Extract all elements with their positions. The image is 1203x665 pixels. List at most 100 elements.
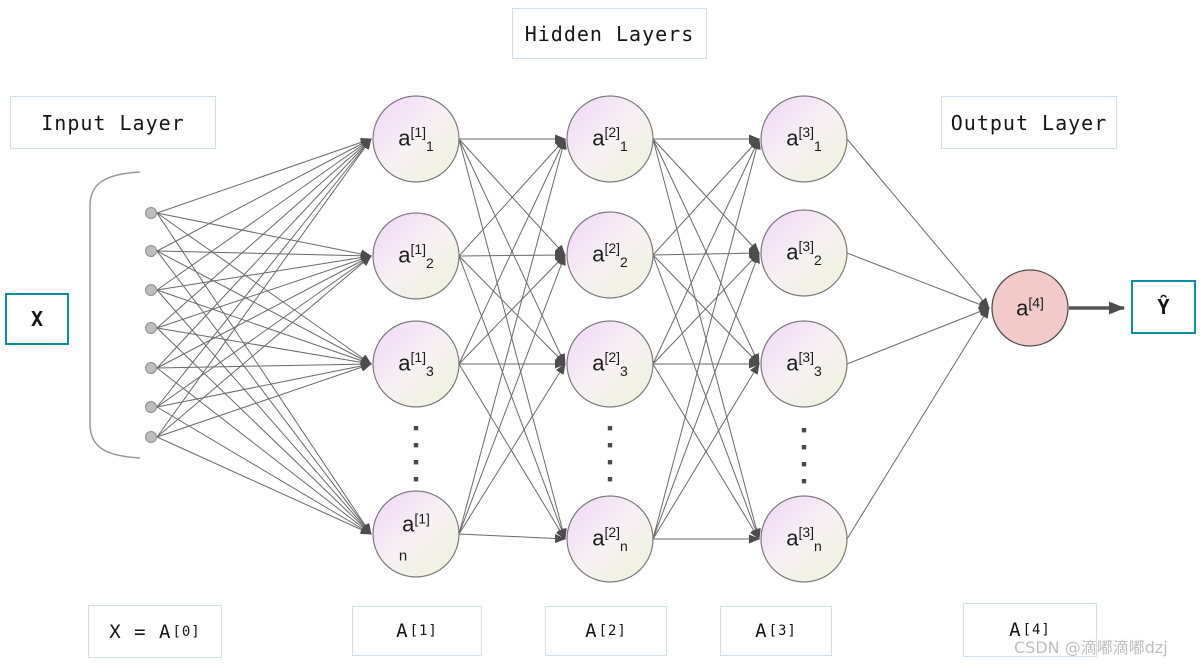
edge-line: [156, 254, 372, 329]
node-label-l3-1: a[3]1: [786, 124, 822, 154]
hidden-node-circle: [760, 209, 848, 297]
node-label-l1-4: a[1]: [402, 510, 430, 537]
output-node-circle: [991, 269, 1069, 347]
node-label-l1-2: a[1]2: [398, 241, 434, 271]
output-layer-label: Output Layer: [941, 96, 1117, 149]
csdn-watermark: CSDN @滴嘟滴嘟dzj: [1014, 638, 1168, 657]
edge-line: [652, 252, 760, 540]
node-label-output: a[4]: [1016, 294, 1044, 321]
hidden-node-circle: [566, 320, 654, 408]
bottom-label-a1-sup: [1]: [409, 623, 438, 639]
edge-line: [156, 138, 372, 329]
node-label-l3-2: a[3]2: [786, 238, 822, 268]
hidden-node-circle: [566, 211, 654, 299]
edge-line: [156, 250, 372, 535]
edge-line: [156, 436, 372, 535]
input-node: [145, 207, 157, 219]
edge-line: [458, 363, 566, 540]
input-node: [145, 245, 157, 257]
ellipsis-dot: [413, 460, 419, 465]
edge-line: [846, 252, 990, 309]
edge-line: [846, 307, 990, 540]
bottom-label-a2-text: A: [585, 620, 598, 642]
bottom-label-a0-sup: [0]: [172, 623, 201, 640]
edge-line: [156, 212, 372, 259]
input-bracket: [89, 171, 141, 459]
node-label-l3-3: a[3]3: [786, 349, 822, 379]
input-node: [145, 401, 157, 413]
ellipsis-dot: [607, 460, 613, 465]
edge-line: [652, 254, 760, 365]
ellipsis-dot: [607, 443, 613, 448]
node-label-l1-1: a[1]1: [398, 124, 434, 154]
edge-line: [156, 289, 372, 535]
bottom-label-a0: X = A[0]: [88, 605, 222, 658]
node-label-l2-4: a[2]n: [592, 524, 628, 554]
bottom-label-a2: A[2]: [545, 606, 667, 656]
hidden-node-circle: [760, 495, 848, 583]
hidden-node-circle: [566, 495, 654, 583]
edge-line: [458, 254, 566, 365]
bottom-label-a4: A[4]: [963, 603, 1097, 657]
node-label-l2-1: a[2]1: [592, 124, 628, 154]
edge-line: [156, 138, 372, 252]
edge-line: [156, 361, 372, 408]
edge-line: [156, 255, 372, 408]
input-layer-label: Input Layer: [10, 96, 216, 149]
hidden-node-circle: [372, 212, 460, 300]
edge-line: [156, 359, 372, 369]
edge-line: [156, 289, 372, 365]
edge-line: [652, 138, 760, 256]
input-node: [145, 362, 157, 374]
edges: [156, 134, 990, 544]
edge-line: [156, 138, 372, 214]
edge-line: [652, 138, 760, 365]
node-label-l2-3: a[2]3: [592, 349, 628, 379]
edge-line: [156, 138, 372, 369]
node-label-l1-4-sub: n: [398, 547, 408, 565]
edge-line: [652, 138, 761, 540]
ellipsis-dot: [413, 443, 419, 448]
edge-line: [156, 362, 372, 438]
input-node: [145, 431, 157, 443]
bottom-label-a4-sup: [4]: [1022, 622, 1051, 638]
y-hat-output-box: Ŷ: [1131, 280, 1196, 334]
bottom-label-a4-text: A: [1009, 619, 1022, 641]
edge-line: [156, 250, 372, 365]
bottom-label-a1-text: A: [396, 620, 409, 642]
x-input-box: X: [5, 293, 69, 345]
edge-line: [846, 138, 990, 309]
hidden-node-circle: [372, 320, 460, 408]
ellipsis-dot: [607, 477, 613, 482]
edge-line: [156, 212, 372, 535]
ellipsis-dot: [413, 426, 419, 431]
bottom-label-a1: A[1]: [352, 606, 482, 656]
node-label-l1-3: a[1]3: [398, 349, 434, 379]
edge-line: [458, 255, 566, 540]
edge-line: [652, 138, 760, 254]
node-label-l2-2: a[2]2: [592, 240, 628, 270]
hidden-node-circle: [566, 95, 654, 183]
edge-line: [156, 138, 372, 408]
edge-line: [156, 406, 372, 535]
input-node: [145, 322, 157, 334]
edge-line: [458, 250, 566, 260]
ellipsis-dot: [801, 462, 807, 467]
ellipsis-dot: [801, 428, 807, 433]
bottom-label-a3-sup: [3]: [768, 623, 797, 639]
edge-line: [652, 248, 760, 258]
ellipsis-dot: [801, 445, 807, 450]
edge-line: [652, 252, 760, 365]
edge-line: [846, 307, 990, 365]
edge-line: [156, 255, 372, 438]
edge-line: [458, 138, 567, 535]
edge-line: [156, 367, 372, 535]
edge-line: [458, 138, 567, 540]
edge-line: [458, 138, 566, 365]
bottom-label-a3-text: A: [755, 620, 768, 642]
node-label-l3-4: a[3]n: [786, 524, 822, 554]
edge-line: [156, 138, 372, 291]
edge-line: [458, 363, 566, 535]
bottom-label-a0-text: X = A: [109, 620, 172, 643]
